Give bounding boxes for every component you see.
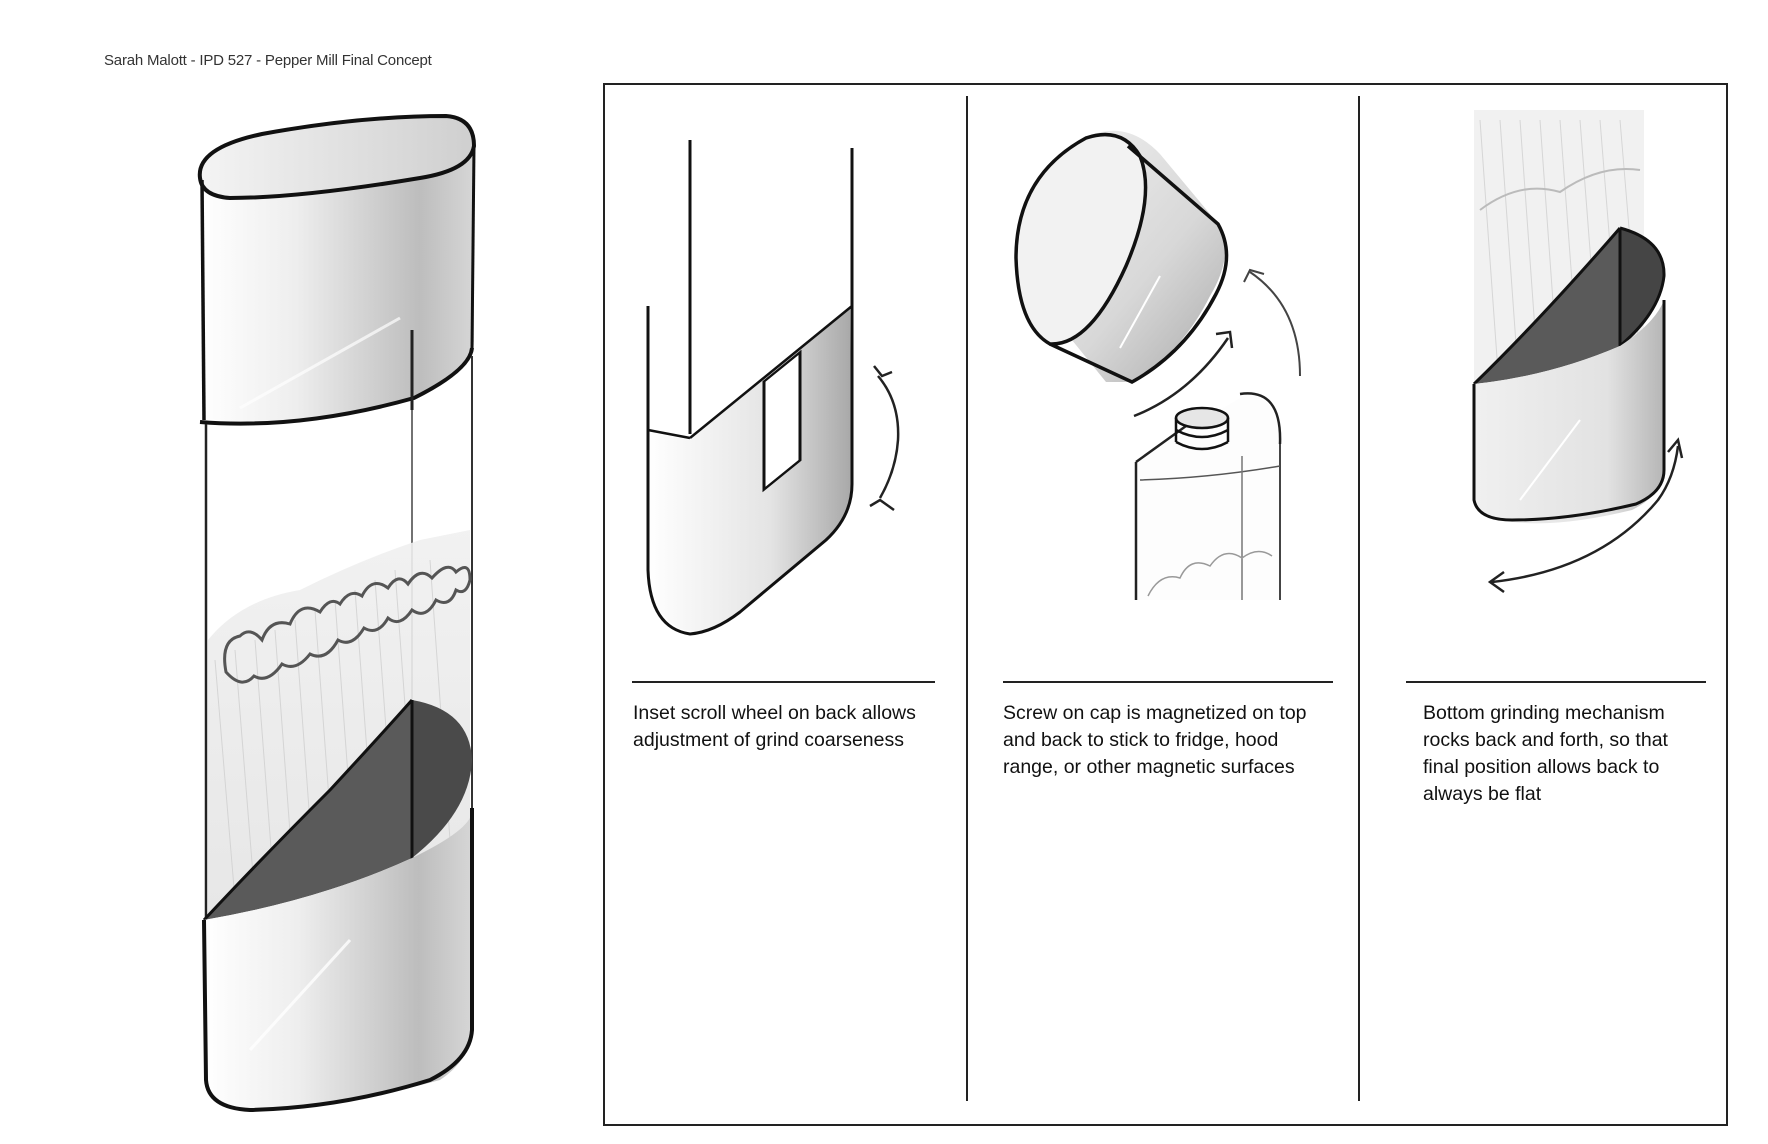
caption-rule [1003, 681, 1333, 683]
panel-divider [966, 96, 968, 1101]
pepper-mill-main-sketch [0, 0, 560, 1144]
grinding-mechanism-caption: Bottom grinding mechanism rocks back and… [1423, 700, 1703, 808]
panel-divider [1358, 96, 1360, 1101]
magnetic-cap-caption: Screw on cap is magnetized on top and ba… [1003, 700, 1338, 781]
scroll-wheel-caption: Inset scroll wheel on back allows adjust… [633, 700, 943, 754]
caption-rule [1406, 681, 1706, 683]
grinding-mechanism-sketch [1460, 100, 1700, 620]
scroll-wheel-sketch [630, 140, 930, 660]
magnetic-cap-sketch [1010, 126, 1330, 616]
caption-rule [632, 681, 935, 683]
